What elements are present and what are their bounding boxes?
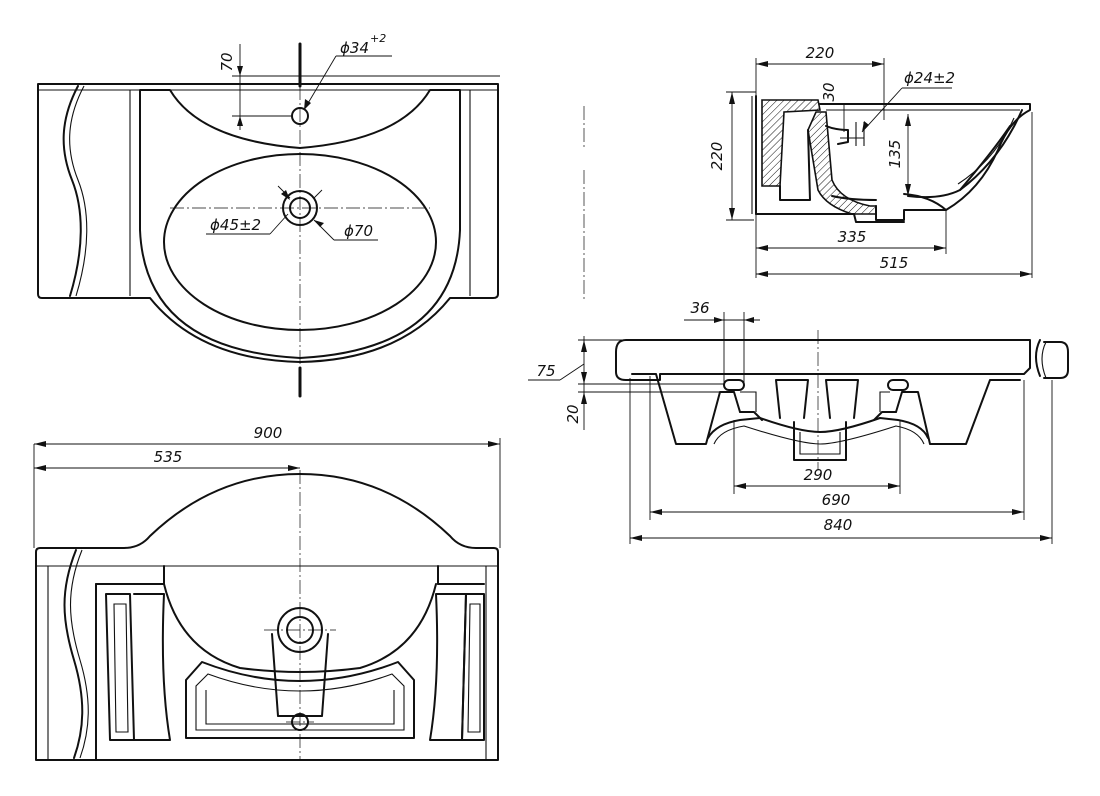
front-view-drain-pipe [793,421,847,461]
front-view: 36 75 20 290 690 840 [528,299,1069,544]
front-view-left-skirt [631,373,741,445]
top-view-break-line [62,85,82,297]
bottom-view-left-leg [105,593,135,741]
dim-label-30: 30 [820,82,838,101]
bottom-view-outline [35,473,499,761]
front-view-right-skirt [895,379,1021,445]
dim-label-d34-tolerance: +2 [370,32,386,45]
dim-label-335: 335 [838,228,867,246]
dim-label-d45: ϕ45±2 [210,216,261,234]
dim-label-840: 840 [824,516,853,534]
front-left-overflow-icon [723,379,745,391]
dim-label-75: 75 [536,362,555,380]
front-view-top-slab [615,339,1031,381]
dim-label-135: 135 [886,140,904,169]
front-view-basin-bottom [707,417,929,439]
dim-label-220-width: 220 [806,44,835,62]
top-view-bowl-rim [139,89,461,359]
dim-label-36: 36 [690,299,709,317]
dim-label-d70: ϕ70 [344,222,373,240]
bottom-view: 900 535 [33,424,501,761]
side-section-back-wall [761,99,821,187]
dim-label-290: 290 [804,466,833,484]
dim-label-515: 515 [880,254,909,272]
dim-label-20: 20 [564,404,582,423]
dim-label-690: 690 [822,491,851,509]
dim-label-d34: ϕ34 [340,39,369,57]
dim-label-d24: ϕ24±2 [904,69,955,87]
dim-label-900: 900 [254,424,283,442]
front-right-overflow-icon [887,379,909,391]
top-view: 70 ϕ34 +2 ϕ45±2 ϕ70 [37,32,500,398]
dim-label-535: 535 [154,448,183,466]
side-section-view: 220 ϕ24±2 30 220 135 335 515 [708,44,1033,278]
dim-label-220-height: 220 [708,142,726,171]
dim-label-70: 70 [218,52,236,71]
top-view-counter-outline [37,83,499,363]
